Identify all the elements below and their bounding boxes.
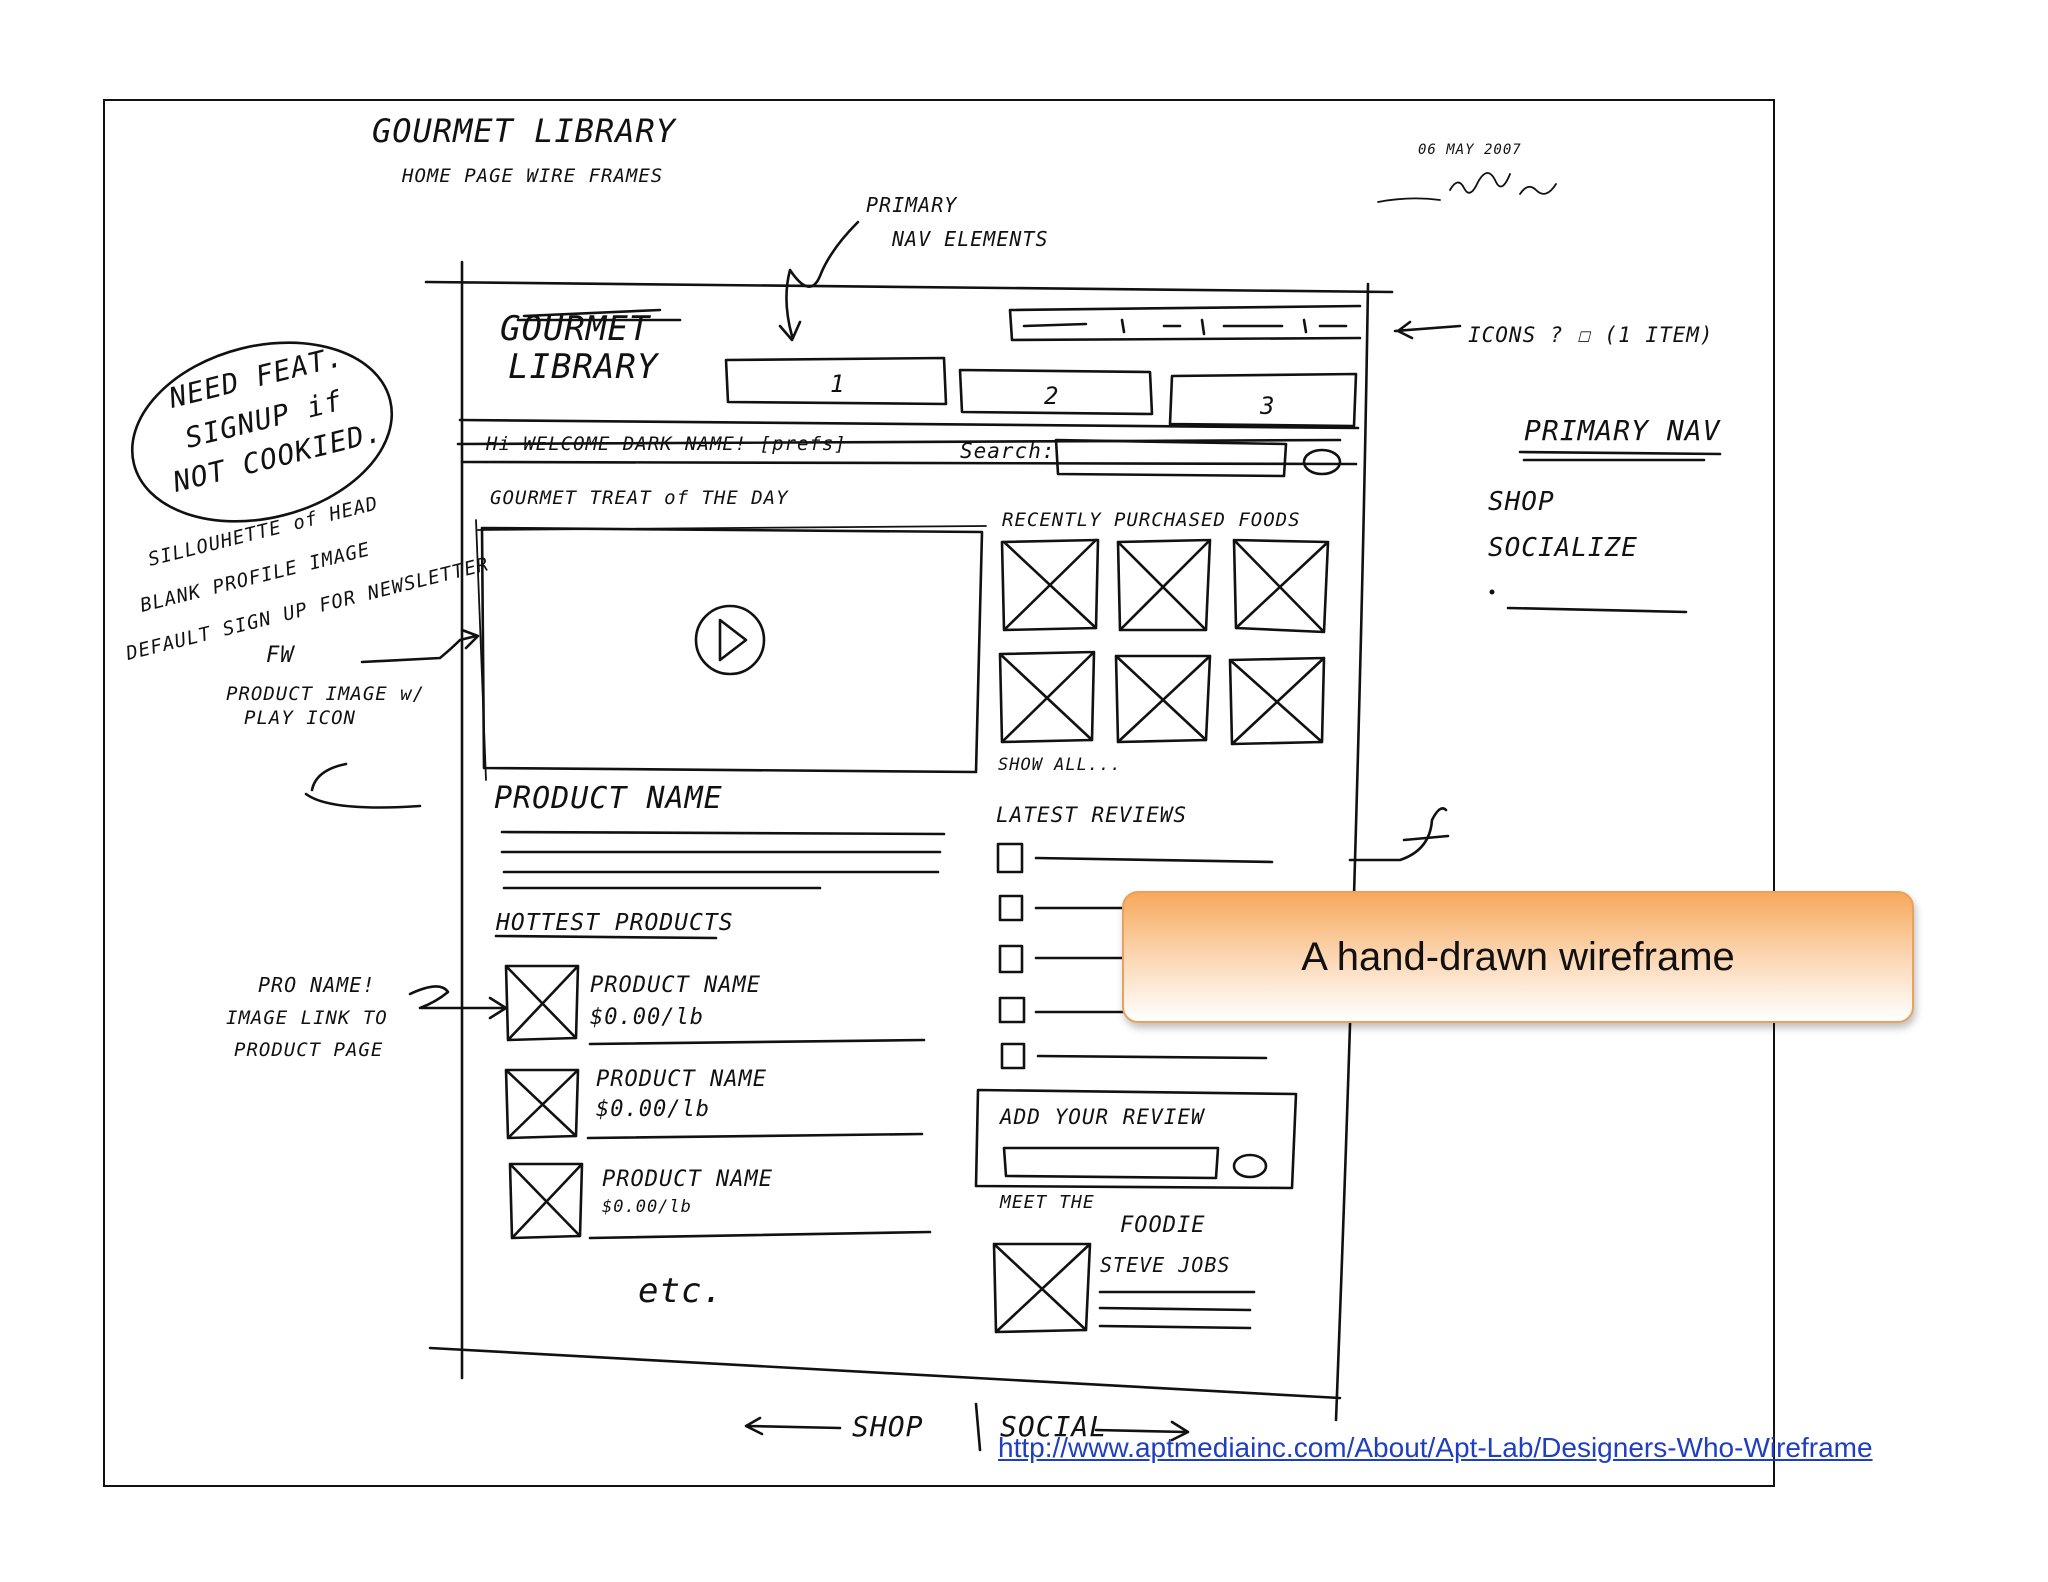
wf-logo-underline xyxy=(516,308,682,322)
arrow-pro-name xyxy=(408,985,508,1020)
wf-utility-bar xyxy=(1008,304,1362,342)
wf-search-label: Search: xyxy=(960,439,1056,463)
author-signature xyxy=(1377,172,1557,203)
wf-tab-1: 1 xyxy=(830,370,845,398)
wf-recent-title: RECENTLY PURCHASED FOODS xyxy=(1002,509,1301,531)
arrow-primary-nav xyxy=(778,220,860,342)
wf-product-1-price: $0.00/lb xyxy=(590,1005,704,1030)
wf-foodie-name: STEVE JOBS xyxy=(1100,1253,1230,1277)
wf-product-3-name: PRODUCT NAME xyxy=(602,1167,773,1192)
wf-meet-the: MEET THE xyxy=(999,1192,1095,1213)
footer-arrow-right xyxy=(1094,1420,1190,1442)
arrow-fw xyxy=(360,628,480,664)
footer-arrow-left xyxy=(744,1416,842,1436)
fold-mark-right xyxy=(1348,807,1450,862)
arrow-icons xyxy=(1393,320,1462,340)
primary-nav-shop: SHOP xyxy=(1488,487,1555,517)
page-outline xyxy=(424,260,1394,1422)
wf-add-review-box xyxy=(974,1088,1298,1190)
underline-primary-nav xyxy=(1518,450,1722,462)
note-product-image: PRODUCT IMAGE w/ xyxy=(226,683,425,705)
wf-hottest-products: HOTTEST PRODUCTS xyxy=(495,910,734,936)
wf-product-desc xyxy=(500,830,946,890)
primary-nav-socialize: SOCIALIZE xyxy=(1488,533,1638,563)
wf-show-all: SHOW ALL... xyxy=(998,755,1122,775)
wf-product-3-price: $0.00/lb xyxy=(602,1197,692,1217)
sketch-date: 06 MAY 2007 xyxy=(1418,142,1522,158)
wf-review-list xyxy=(996,842,1274,1070)
footer-shop: SHOP xyxy=(852,1410,923,1443)
wf-product-1-line xyxy=(588,1038,926,1046)
note-play-icon: PLAY ICON xyxy=(244,707,356,729)
note-pro-name: PRO NAME! xyxy=(258,973,375,997)
footer-divider xyxy=(974,1402,982,1452)
fold-mark-left xyxy=(304,762,422,809)
note-icons: ICONS ? ☐ (1 ITEM) xyxy=(1468,323,1714,347)
wf-search-box xyxy=(1054,438,1288,478)
wf-nav-tabs xyxy=(724,356,1358,428)
note-bubble xyxy=(130,341,394,523)
wf-product-2-line xyxy=(586,1132,924,1140)
wf-foodie-lines xyxy=(1098,1290,1256,1330)
wf-treat-image xyxy=(475,519,987,781)
wf-tab-2: 2 xyxy=(1044,382,1059,410)
primary-nav-title: PRIMARY NAV xyxy=(1524,414,1722,447)
note-product-page: PRODUCT PAGE xyxy=(234,1039,383,1061)
note-nav-elements: NAV ELEMENTS xyxy=(891,227,1049,251)
wf-search-go xyxy=(1302,448,1342,476)
wf-recent-thumbs xyxy=(998,538,1330,746)
wf-add-review: ADD YOUR REVIEW xyxy=(998,1105,1206,1129)
sketch-subtitle: HOME PAGE WIRE FRAMES xyxy=(401,165,663,187)
wf-product-2-name: PRODUCT NAME xyxy=(596,1067,767,1092)
callout-label: A hand-drawn wireframe xyxy=(1122,891,1914,1023)
footer-social: SOCIAL xyxy=(1000,1410,1107,1443)
wf-product-3-line xyxy=(588,1230,932,1240)
wf-tab-3: 3 xyxy=(1259,392,1275,420)
wf-play-icon xyxy=(694,604,766,676)
wf-foodie-photo xyxy=(992,1242,1092,1334)
slide-frame xyxy=(103,99,1775,1487)
wf-product-name-heading: PRODUCT NAME xyxy=(494,781,723,816)
wf-latest-reviews: LATEST REVIEWS xyxy=(996,803,1187,827)
wf-logo-bottom: LIBRARY xyxy=(508,347,660,387)
source-link[interactable]: http://www.aptmediainc.com/About/Apt-Lab… xyxy=(998,1432,1873,1463)
wf-foodie: FOODIE xyxy=(1120,1213,1205,1238)
sketch-title: GOURMET LIBRARY xyxy=(372,112,678,150)
wf-product-1-name: PRODUCT NAME xyxy=(590,973,761,998)
wf-welcome: Hi WELCOME DARK NAME! [prefs] xyxy=(485,433,847,455)
wf-etc: etc. xyxy=(638,1271,724,1311)
note-primary: PRIMARY xyxy=(866,193,958,217)
primary-nav-blank xyxy=(1506,606,1688,614)
wf-welcome-bar xyxy=(458,418,1360,466)
primary-nav-bullet xyxy=(1489,589,1495,595)
note-fw: FW xyxy=(266,643,295,668)
wf-product-2-price: $0.00/lb xyxy=(596,1097,710,1122)
wf-hottest-underline xyxy=(494,934,718,940)
note-image-link: IMAGE LINK TO xyxy=(226,1007,388,1029)
wf-product-thumbs xyxy=(504,964,584,1240)
wf-treat-title: GOURMET TREAT of THE DAY xyxy=(490,487,789,509)
